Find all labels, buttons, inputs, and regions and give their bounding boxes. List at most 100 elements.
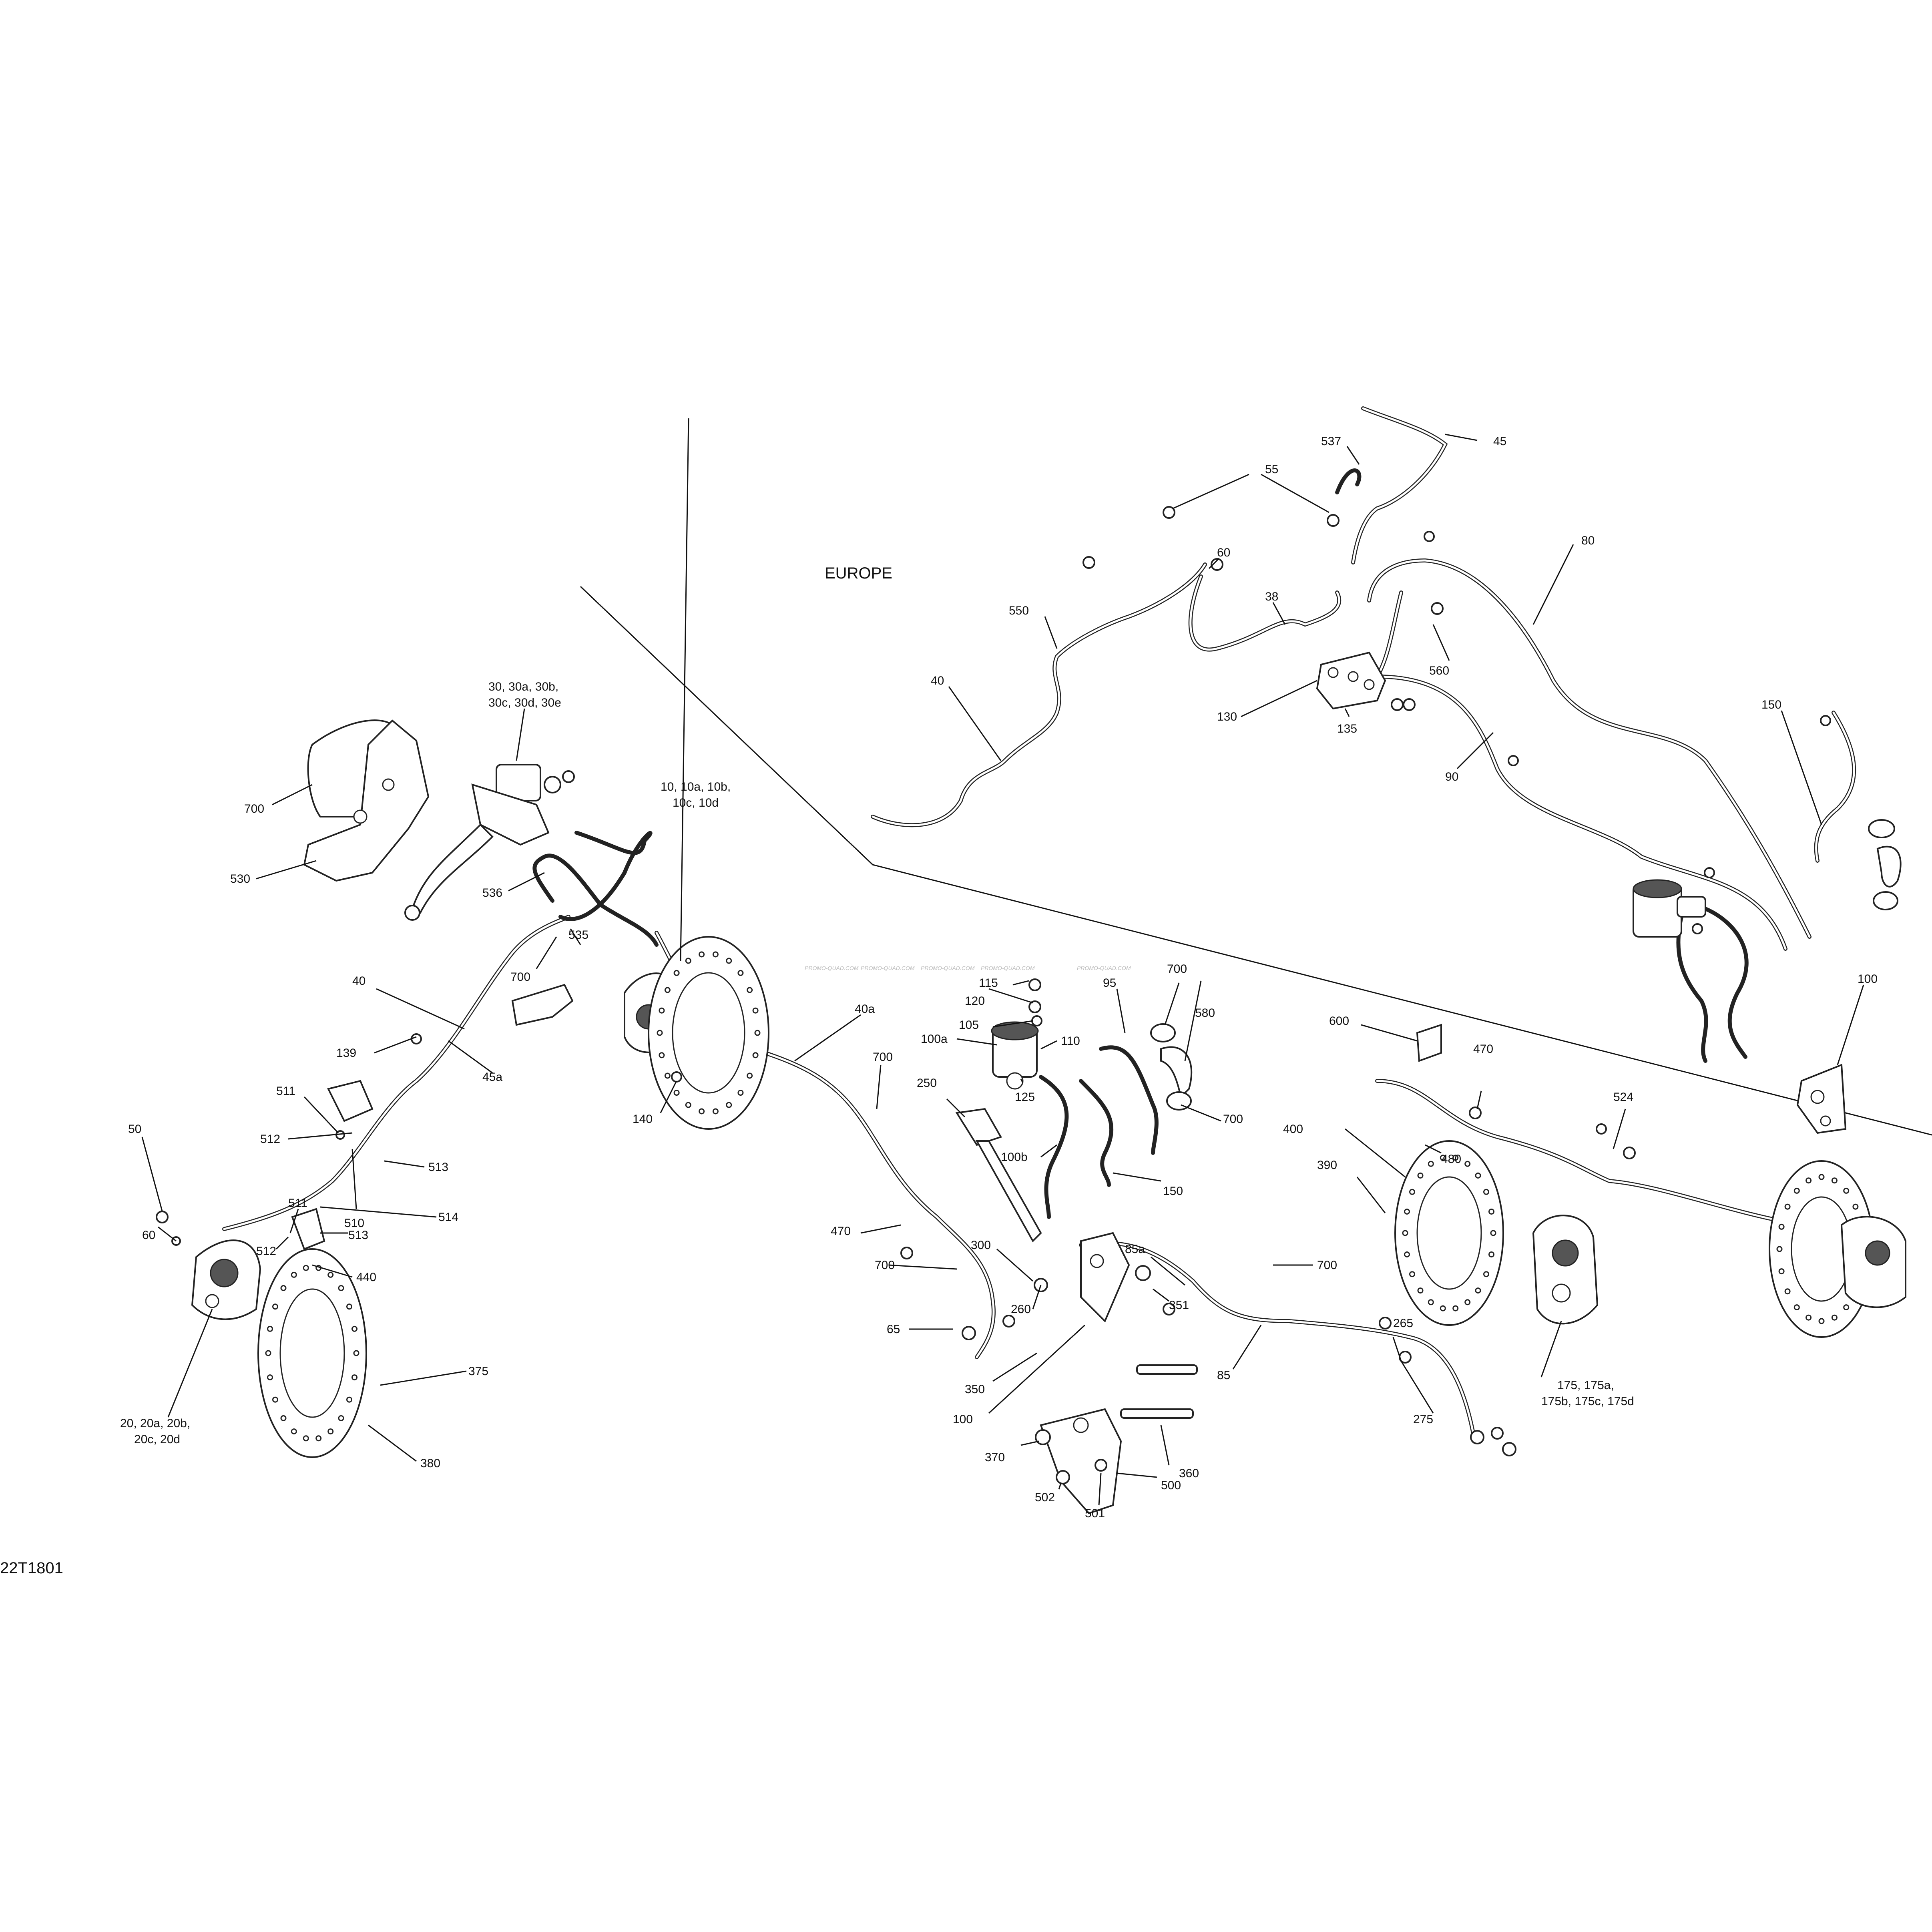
disc-vent-hole: [280, 1285, 287, 1291]
callout-150: 150: [1163, 1185, 1183, 1198]
callout-100b: 100b: [1001, 1151, 1028, 1164]
callout-360: 360: [1179, 1467, 1199, 1480]
callout-600: 600: [1329, 1014, 1349, 1028]
disc-vent-hole: [327, 1428, 334, 1435]
disc-vent-hole: [1805, 1314, 1812, 1321]
disc-vent-hole: [712, 1108, 719, 1115]
brake-disc-front-left: [257, 1248, 367, 1458]
callout-125: 125: [1015, 1091, 1035, 1104]
region-label: EUROPE: [825, 564, 892, 582]
callout-500: 500: [1161, 1479, 1181, 1492]
disc-vent-hole: [351, 1374, 357, 1381]
disc-vent-hole: [1843, 1304, 1850, 1311]
callout-85: 85: [1217, 1369, 1230, 1382]
disc-vent-hole: [752, 1007, 759, 1014]
part-callouts: 45 537 55 60 38 80 550 560 130 135 40 90…: [120, 435, 1878, 1520]
disc-vent-hole: [1488, 1209, 1494, 1215]
disc-vent-hole: [747, 987, 753, 993]
disc-vent-hole: [712, 951, 719, 958]
callout-502: 502: [1035, 1491, 1055, 1504]
callout-100: 100: [1858, 972, 1878, 986]
disc-vent-hole: [1452, 1155, 1459, 1161]
callout-60: 60: [142, 1229, 155, 1242]
disc-vent-hole: [1805, 1177, 1812, 1184]
disc-vent-hole: [1483, 1189, 1489, 1195]
callout-470: 470: [831, 1225, 851, 1238]
disc-vent-hole: [346, 1303, 352, 1310]
disc-vent-hole: [1452, 1305, 1459, 1311]
callout-700: 700: [1317, 1259, 1337, 1272]
callout-400: 400: [1283, 1123, 1303, 1136]
disc-vent-hole: [659, 1007, 665, 1014]
disc-vent-hole: [280, 1415, 287, 1421]
callout-130: 130: [1217, 710, 1237, 723]
handlebar-master-cylinder: [404, 764, 575, 921]
callout-85a: 85a: [1125, 1243, 1145, 1256]
callout-535: 535: [568, 928, 588, 942]
callout-700: 700: [873, 1050, 893, 1064]
pedal-bracket: [1080, 1232, 1130, 1323]
region-divider: [580, 586, 1932, 1136]
abs-module: [1316, 651, 1416, 711]
disc-vent-hole: [664, 987, 671, 993]
disc-vent-hole: [659, 1052, 665, 1058]
disc-vent-hole: [1490, 1230, 1496, 1236]
master-cylinder: [1796, 1064, 1847, 1134]
callout-275: 275: [1413, 1413, 1433, 1426]
disc-vent-hole: [1483, 1271, 1489, 1277]
watermark: PROMO-QUAD.COM: [1077, 965, 1131, 971]
disc-vent-hole: [291, 1271, 297, 1278]
callout-390: 390: [1317, 1159, 1337, 1172]
disc-vent-hole: [1464, 1299, 1471, 1305]
callout-30-cont: 30c, 30d, 30e: [488, 696, 561, 709]
disc-vent-hole: [664, 1072, 671, 1079]
callout-100a: 100a: [921, 1032, 948, 1046]
disc-vent-hole: [272, 1396, 278, 1403]
callout-40a: 40a: [855, 1002, 875, 1016]
callout-135: 135: [1337, 722, 1357, 735]
europe-brake-lines: [871, 406, 1856, 1063]
callout-560: 560: [1429, 664, 1449, 677]
callout-175: 175, 175a,: [1557, 1379, 1614, 1392]
callout-510: 510: [344, 1217, 364, 1230]
callout-65: 65: [887, 1323, 900, 1336]
callout-90: 90: [1445, 770, 1458, 783]
disc-vent-hole: [1818, 1318, 1825, 1324]
callout-580: 580: [1195, 1006, 1215, 1020]
watermark: PROMO-QUAD.COM: [805, 965, 859, 971]
disc-vent-hole: [267, 1374, 273, 1381]
disc-vent-hole: [1402, 1230, 1408, 1236]
callout-370: 370: [985, 1451, 1005, 1464]
callout-511: 511: [276, 1084, 295, 1098]
brake-fluid-reservoir: [1633, 879, 1706, 938]
disc-vent-hole: [1776, 1246, 1783, 1252]
leader-lines: [141, 418, 1864, 1506]
brake-caliper-rear-right: [1840, 1216, 1906, 1308]
disc-vent-hole: [1843, 1187, 1850, 1194]
brake-disc-rear-left: [1394, 1140, 1504, 1326]
disc-vent-hole: [1778, 1223, 1785, 1230]
callout-375: 375: [468, 1365, 488, 1378]
brake-pedal: [955, 1108, 1042, 1243]
callout-530: 530: [230, 872, 250, 886]
disc-vent-hole: [338, 1415, 344, 1421]
callout-550: 550: [1009, 604, 1029, 617]
disc-vent-hole: [1440, 1305, 1446, 1311]
support-bracket: [1040, 1364, 1198, 1514]
callout-260: 260: [1011, 1303, 1031, 1316]
callout-45a: 45a: [482, 1070, 502, 1084]
callout-40: 40: [931, 674, 944, 687]
disc-vent-hole: [1831, 1314, 1838, 1321]
callout-110: 110: [1061, 1034, 1080, 1048]
callout-300: 300: [971, 1239, 991, 1252]
callout-120: 120: [965, 994, 985, 1008]
callout-536: 536: [482, 886, 502, 900]
callout-700: 700: [244, 802, 264, 815]
callout-265: 265: [1393, 1317, 1413, 1330]
disc-vent-hole: [1778, 1268, 1785, 1275]
brake-caliper-rear: [1532, 1215, 1599, 1325]
disc-vent-hole: [737, 970, 744, 976]
disc-vent-hole: [1488, 1251, 1494, 1257]
callout-30: 30, 30a, 30b,: [488, 680, 558, 693]
